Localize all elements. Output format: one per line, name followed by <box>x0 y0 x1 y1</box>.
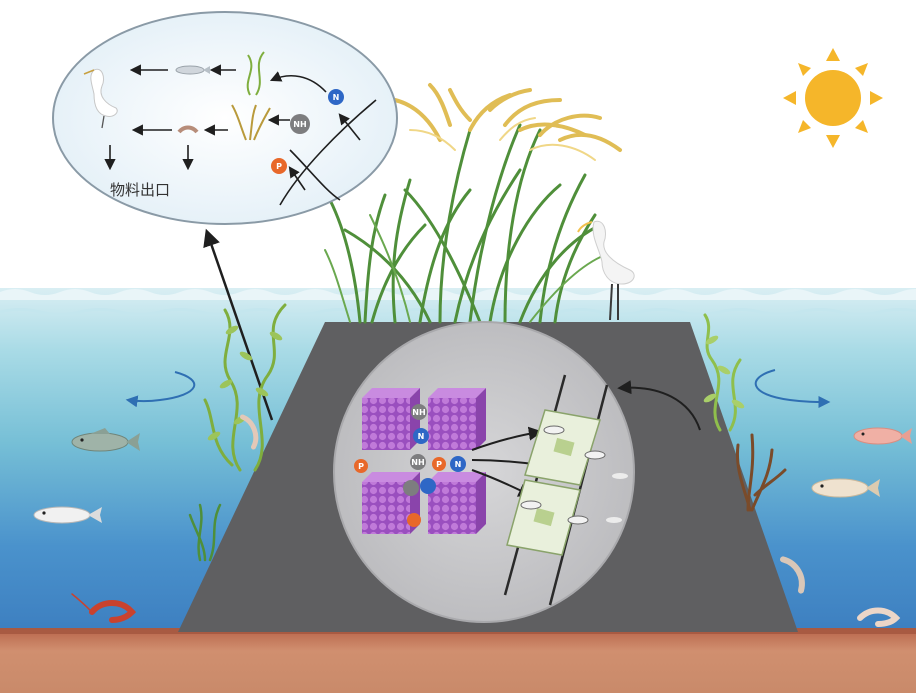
root-cross-section <box>503 374 628 606</box>
bubble-ion-nh: NH <box>293 120 306 129</box>
sun-icon <box>783 48 883 148</box>
shrimp-icon <box>71 414 901 627</box>
ion-label-p-2: P <box>436 460 442 469</box>
ion-icon: NH N NH P P N <box>354 404 466 527</box>
seaweed-icon <box>231 51 271 141</box>
ion-label-p: P <box>358 462 364 471</box>
nutrient-cycle-inset: NH N P 物料出口 <box>52 11 398 225</box>
ion-label-nh: NH <box>412 408 425 417</box>
output-label: 物料出口 <box>110 181 170 199</box>
egret-icon <box>577 220 635 321</box>
ion-label-n: N <box>418 432 425 441</box>
fish-icon <box>33 427 912 524</box>
rice-plant-icon <box>324 83 622 324</box>
sediment-layer <box>0 628 916 693</box>
ion-label-n-2: N <box>455 460 462 469</box>
arrow-icon <box>104 64 377 206</box>
arrow-icon <box>125 369 831 408</box>
seaweed-icon <box>188 303 787 562</box>
bubble-ion-p: P <box>276 162 282 171</box>
ion-icon: NH N P <box>271 89 344 174</box>
bubble-ion-n: N <box>333 93 340 102</box>
egret-icon <box>83 68 118 129</box>
shrimp-icon <box>177 125 199 134</box>
arrow-icon <box>617 380 701 431</box>
fish-icon <box>175 65 210 75</box>
zoom-circle: NH N NH P P N <box>333 321 635 623</box>
ion-label-nh-2: NH <box>411 458 424 467</box>
